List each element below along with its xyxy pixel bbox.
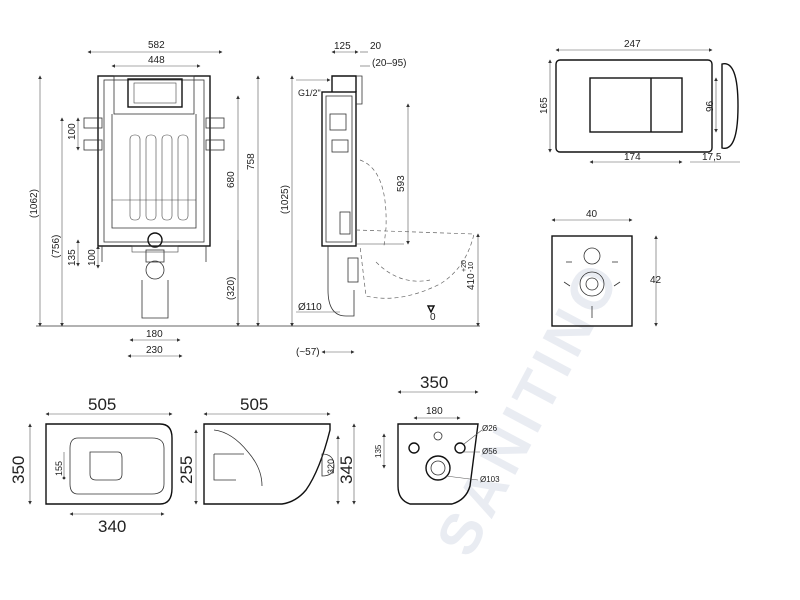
gasket-height: 42 [650, 275, 662, 286]
hole-56: Ø56 [482, 447, 498, 456]
dim-756: (756) [51, 235, 62, 258]
tol-minus: -10 [468, 262, 475, 272]
gasket-plate-view: 40 42 [551, 209, 662, 327]
watermark: SANITINO [424, 249, 634, 567]
floor-zero: 0 [430, 312, 436, 323]
dim-100-side: 100 [67, 123, 78, 140]
dim-135: 135 [67, 249, 78, 266]
plate-thickness: 17,5 [702, 152, 722, 163]
dim-593: 593 [396, 175, 407, 192]
side-320: 320 [326, 459, 336, 474]
dim-230: 230 [146, 345, 163, 356]
back-135: 135 [374, 444, 383, 458]
dim-180: 180 [146, 329, 163, 340]
top-340: 340 [98, 517, 126, 536]
bowl-back-view: 350 180 135 Ø26 Ø56 Ø103 [374, 373, 500, 505]
frame-front-view: 582 448 (1062) (756) 100 135 100 758 680… [29, 40, 480, 358]
plate-width: 247 [624, 39, 641, 50]
flush-plate-view: 247 165 96 174 17,5 [539, 39, 740, 164]
dim-1025: (1025) [280, 185, 291, 214]
plate-height: 165 [539, 97, 550, 114]
hole-103: Ø103 [480, 475, 500, 484]
back-spacing: 180 [426, 406, 443, 417]
top-155: 155 [54, 461, 64, 476]
hole-26: Ø26 [482, 424, 498, 433]
dim-20-95: (20–95) [372, 58, 406, 69]
side-length: 505 [240, 395, 268, 414]
thread-label: G1/2" [298, 88, 321, 98]
dim-680: 680 [226, 171, 237, 188]
button-width: 174 [624, 152, 641, 163]
dim-100-bottom: 100 [87, 249, 98, 266]
bowl-top-view: 505 350 155 340 [9, 395, 173, 536]
dim-1062: (1062) [29, 189, 40, 218]
pipe-dia: Ø110 [298, 302, 322, 313]
button-height: 96 [705, 100, 716, 112]
side-345: 345 [337, 456, 356, 484]
dim-57: (~57) [296, 347, 320, 358]
dim-125: 125 [334, 41, 351, 52]
side-255: 255 [177, 456, 196, 484]
top-width: 350 [9, 456, 28, 484]
dim-582: 582 [148, 40, 165, 51]
dim-20: 20 [370, 41, 382, 52]
gasket-width: 40 [586, 209, 598, 220]
top-length: 505 [88, 395, 116, 414]
tol-plus: +20 [461, 260, 468, 272]
dim-758: 758 [246, 153, 257, 170]
dim-448: 448 [148, 55, 165, 66]
dim-410: 410 [466, 273, 477, 290]
back-width: 350 [420, 373, 448, 392]
bowl-side-view: 505 255 320 345 [177, 395, 356, 505]
dim-320: (320) [226, 277, 237, 300]
frame-side-view: G1/2" 125 20 (20–95) (1025) 593 410 +20 … [280, 41, 480, 358]
